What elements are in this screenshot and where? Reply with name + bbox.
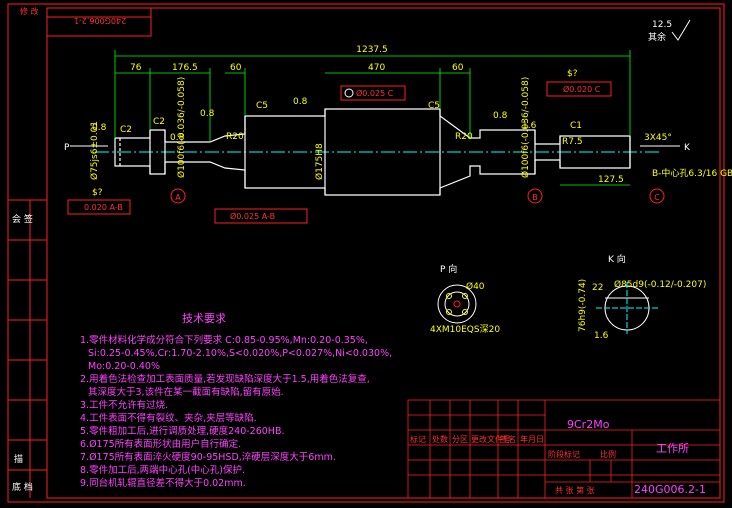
dim-mid: 470 <box>368 63 385 73</box>
roughness-value: 12.5 <box>652 20 672 30</box>
shaft-outline <box>114 108 631 196</box>
req-line: 其深度大于3,该件在某一截面有缺陷,留有原始. <box>88 386 284 398</box>
view-p-dia: Ø40 <box>466 281 485 292</box>
roughness-08-c: 0.8 <box>293 97 308 107</box>
title-company: 工作所 <box>656 442 689 455</box>
tol-frame-right <box>546 81 612 97</box>
req-line: 9.同台机轧辊直径差不得大于0.02mm. <box>80 477 246 489</box>
dia-100-left: Ø100f6(-0.036/-0.058) <box>176 77 187 178</box>
view-k-title: K 向 <box>608 253 626 265</box>
dim-right-end: 127.5 <box>598 175 624 185</box>
tol-left-text: 0.020 A-B <box>84 203 123 212</box>
req-line: 5.零件粗加工后,进行调质处理,硬度240-260HB. <box>80 425 284 437</box>
roughness-16: 1.6 <box>522 121 537 131</box>
tol-mid-lower-text: Ø0.025 A-B <box>230 211 275 221</box>
chamfer-c1: C1 <box>570 121 582 131</box>
roughness-rest: 其余 <box>648 31 666 43</box>
tol-frame-left <box>67 199 131 215</box>
chamfer-c5-left: C5 <box>256 101 268 111</box>
top-dimensions <box>114 50 631 186</box>
title-number: 240G006.2-1 <box>634 483 706 496</box>
title-material: 9Cr2Mo <box>567 418 610 431</box>
view-k-dia: Ø85d9(-0.12/-0.207) <box>614 279 706 290</box>
view-k-key-w: 22 <box>592 283 603 293</box>
inner-frame <box>46 7 721 499</box>
sheet-label: 共 张 第 张 <box>555 485 595 495</box>
roughness-symbol <box>671 19 691 41</box>
datum-a: A <box>175 193 181 202</box>
chamfer-3x45: 3X45° <box>644 133 672 143</box>
req-line: Si:0.25-0.45%,Cr:1.70-2.10%,S<0.020%,P<0… <box>88 348 392 359</box>
view-k-roughness: 1.6 <box>594 331 609 341</box>
view-p-title: P 向 <box>440 263 457 275</box>
roughness-08-d: 0.8 <box>493 111 508 121</box>
revision-tab <box>46 7 152 37</box>
tol-right-text: Ø0.020 C <box>563 84 601 94</box>
req-line: 1.零件材料化学成分符合下列要求 C:0.85-0.95%,Mn:0.20-0.… <box>80 334 368 346</box>
req-line: 4.工件表面不得有裂纹、夹杂,夹层等缺陷. <box>80 412 257 424</box>
req-line: 8.零件加工后,两端中心孔(中心孔)保护. <box>80 464 245 476</box>
dim-overall: 1237.5 <box>356 45 388 55</box>
tol-q-left: $? <box>92 188 103 198</box>
dim-left-end: 76 <box>130 63 142 73</box>
view-p-outer <box>437 284 477 324</box>
row-label: 分区 <box>452 435 468 444</box>
dia-175: Ø175H8 <box>314 143 325 180</box>
view-p-thread: 4XM10EQS深20 <box>430 324 500 335</box>
chamfer-c5-right: C5 <box>428 101 440 111</box>
row-label: 签名 <box>500 434 516 444</box>
dim-left-seg: 176.5 <box>172 63 198 73</box>
req-line: 2.用着色法检查加工表面质量,若发现缺陷深度大于1.5,用着色法复查, <box>80 373 370 385</box>
row-label: 更改文件号 <box>471 434 511 444</box>
roughness-08-a: 0.8 <box>170 133 185 143</box>
title-block <box>407 399 721 499</box>
row-label: 标记 <box>410 434 426 444</box>
datum-c-circle <box>649 188 665 204</box>
row-label: 处数 <box>432 434 448 444</box>
roughness-08-b: 0.8 <box>200 109 215 119</box>
datum-b: B <box>532 193 538 202</box>
req-line: 3.工件不允许有过烧. <box>80 399 168 411</box>
stage-label: 阶段标记 <box>548 449 580 459</box>
req-line: 7.Ø175所有表面淬火硬度90-95HSD,淬硬层深度大于6mm. <box>80 451 336 463</box>
side-archive-label: 底 档 <box>12 481 33 493</box>
view-k-key-h: 76h9(-0.74) <box>578 279 588 332</box>
dia-75: Ø75js6±0.01 <box>89 121 100 180</box>
tol-frame-mid-lower <box>214 208 308 224</box>
datum-c: C <box>654 193 660 202</box>
scale-label: 比例 <box>600 449 616 459</box>
rotated-drawing-number: 240G006.2-1 <box>74 16 126 25</box>
outer-frame <box>7 3 725 503</box>
radius-r7: R7.5 <box>562 137 583 147</box>
center-hole-note: B-中心孔6.3/16 GB145-85 <box>652 167 732 179</box>
arrow-k: K <box>684 143 691 153</box>
dia-100-right: Ø100f6(-0.036/-0.058) <box>520 77 531 178</box>
roughness-08-e: 0.8 <box>92 123 107 133</box>
datum-a-circle <box>170 188 186 204</box>
row-label: 年月日 <box>520 434 544 444</box>
requirements-list: 1.零件材料化学成分符合下列要求 C:0.85-0.95%,Mn:0.20-0.… <box>80 334 392 489</box>
tech-title: 技术要求 <box>182 312 226 325</box>
dim-neck-right: 60 <box>452 63 464 73</box>
chamfer-c2-left: C2 <box>120 125 132 135</box>
side-trace-label: 描 <box>14 453 23 465</box>
req-line: Mo:0.20-0.40% <box>88 361 160 372</box>
dim-neck-left: 60 <box>230 63 242 73</box>
radius-r20-left: R20 <box>226 132 244 142</box>
arrow-p: P <box>64 143 70 153</box>
tol-mid-text: Ø0.025 C <box>356 88 394 98</box>
revision-label: 修 改 <box>20 6 39 16</box>
tol-q-right: $? <box>567 69 578 79</box>
req-line: 6.Ø175所有表面形状由用户自行确定. <box>80 438 241 450</box>
datum-b-circle <box>527 188 543 204</box>
side-doc-label: 会 签 <box>12 213 33 225</box>
chamfer-c2: C2 <box>153 117 165 127</box>
tol-frame-mid <box>340 85 406 101</box>
radius-r20-right: R20 <box>455 132 473 142</box>
